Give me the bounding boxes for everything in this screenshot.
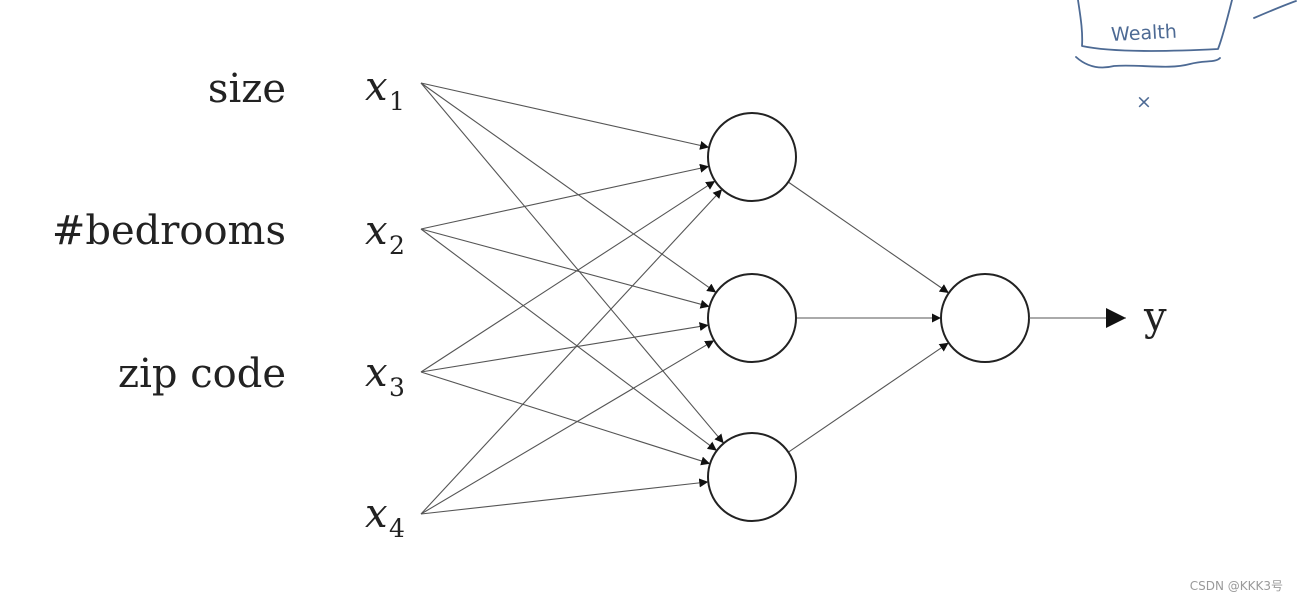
edge-x3-to-hidden-3 bbox=[420, 371, 711, 466]
feature-label-zip-code: zip code bbox=[118, 351, 286, 397]
sketch-label-wealth: Wealth bbox=[1111, 21, 1178, 46]
input-variable-letter: x bbox=[365, 491, 388, 537]
input-variable-letter: x bbox=[365, 208, 388, 254]
input-variable-x3: x 3 bbox=[365, 350, 405, 402]
edge-hidden-1-to-output bbox=[787, 181, 950, 294]
feature-label-bedrooms: #bedrooms bbox=[52, 208, 286, 254]
sketch-stroke bbox=[1253, 0, 1297, 19]
input-variable-letter: x bbox=[365, 350, 388, 396]
edge-x2-to-hidden-2 bbox=[420, 228, 710, 309]
edge-x2-to-hidden-3 bbox=[420, 228, 718, 452]
hidden-node-3 bbox=[707, 432, 797, 522]
input-variable-letter: x bbox=[365, 64, 388, 110]
input-variable-x1: x 1 bbox=[365, 64, 405, 116]
edge-x3-to-hidden-1 bbox=[420, 180, 716, 373]
edge-x3-to-hidden-2 bbox=[420, 322, 709, 373]
input-variable-subscript: 1 bbox=[389, 87, 405, 116]
feature-label-size: size bbox=[208, 66, 286, 112]
edge-x4-to-hidden-1 bbox=[420, 188, 723, 515]
output-node bbox=[940, 273, 1030, 363]
watermark: CSDN @KKK3号 bbox=[1189, 579, 1283, 593]
edge-hidden-3-to-output bbox=[788, 342, 949, 453]
connection-edges bbox=[420, 82, 950, 515]
input-variable-subscript: 2 bbox=[389, 231, 405, 260]
edge-x4-to-hidden-3 bbox=[420, 478, 709, 515]
input-variable-subscript: 3 bbox=[389, 373, 405, 402]
hidden-node-1 bbox=[707, 112, 797, 202]
edge-x1-to-hidden-2 bbox=[420, 82, 717, 293]
sketch-cross-mark: × bbox=[1136, 91, 1152, 113]
edge-x1-to-hidden-1 bbox=[420, 82, 710, 150]
hidden-node-2 bbox=[707, 273, 797, 363]
edge-x1-to-hidden-3 bbox=[420, 82, 725, 444]
input-variable-subscript: 4 bbox=[389, 514, 405, 543]
input-variable-x4: x 4 bbox=[365, 491, 405, 543]
output-label-y: y bbox=[1143, 294, 1167, 340]
sketch-brace bbox=[1075, 56, 1221, 69]
network-nodes bbox=[707, 112, 1030, 522]
handwritten-annotation: Wealth × bbox=[1075, 0, 1297, 113]
sketch-box-outline bbox=[1077, 0, 1233, 52]
input-variable-x2: x 2 bbox=[365, 208, 405, 260]
edge-x4-to-hidden-2 bbox=[420, 339, 715, 515]
edge-x2-to-hidden-1 bbox=[420, 163, 710, 230]
